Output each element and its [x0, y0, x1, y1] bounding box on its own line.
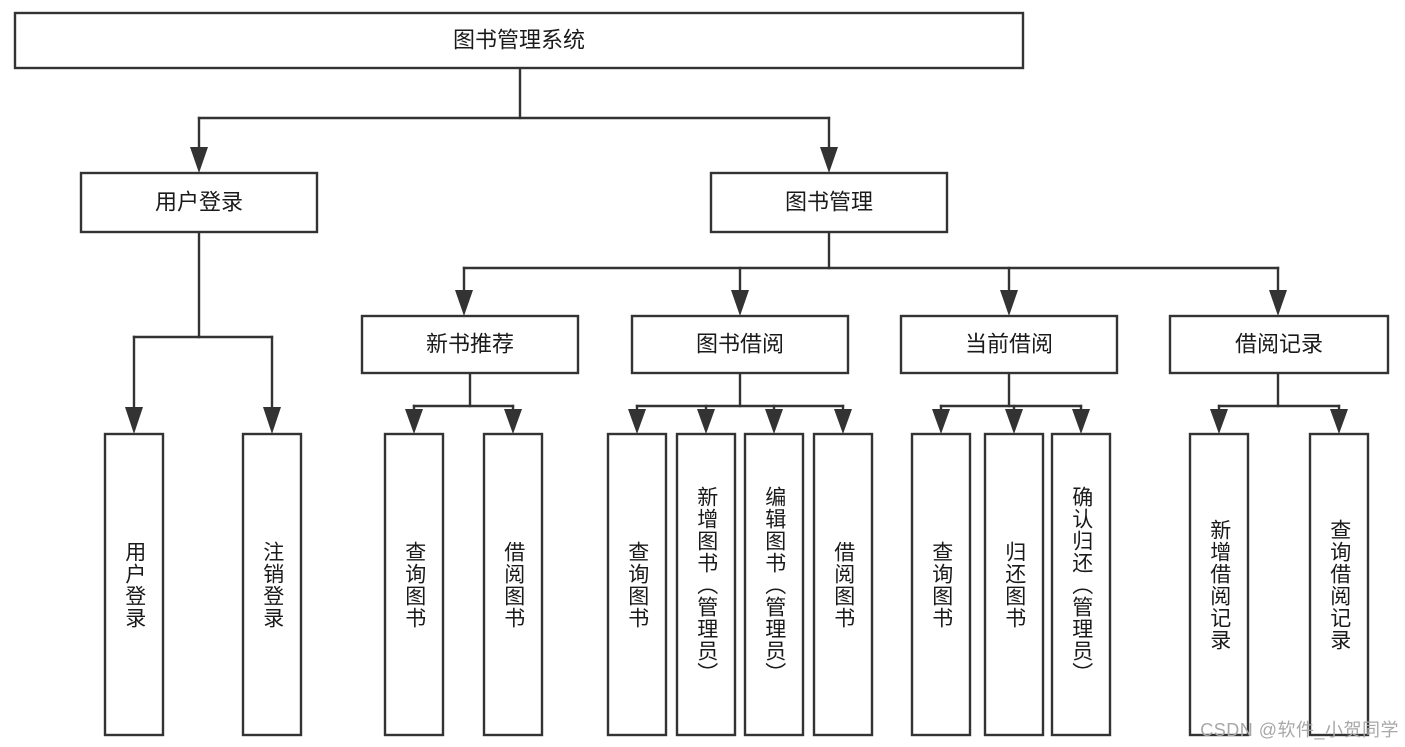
- node-leaf-add-record[interactable]: [1188, 432, 1250, 737]
- arrow-head-leaf-query-book-2: [628, 409, 646, 434]
- node-book-manage[interactable]: 图书管理: [709, 171, 949, 234]
- node-box-book-borrow[interactable]: [630, 314, 850, 375]
- node-label-book-manage: 图书管理: [785, 189, 873, 214]
- arrow-head-leaf-confirm-return: [1072, 409, 1090, 434]
- node-label-new-book-rec: 新书推荐: [426, 331, 514, 356]
- arrow-head-leaf-query-book-3: [932, 409, 950, 434]
- arrow-head-leaf-add-record: [1210, 409, 1228, 434]
- arrow-head-borrow-record: [1269, 290, 1287, 316]
- connector-group-new-book-rec-children: [405, 371, 522, 434]
- node-label-borrow-record: 借阅记录: [1235, 331, 1323, 356]
- node-box-current-borrow[interactable]: [899, 314, 1119, 375]
- node-user-login[interactable]: 用户登录: [79, 171, 319, 234]
- node-leaf-user-login[interactable]: [103, 432, 165, 737]
- node-box-borrow-record[interactable]: [1168, 314, 1390, 375]
- arrow-head-current-borrow: [1000, 290, 1018, 316]
- node-box-leaf-return-book[interactable]: [983, 432, 1045, 737]
- arrow-head-leaf-query-book-1: [405, 409, 423, 434]
- connector-group-current-borrow-children: [932, 371, 1090, 434]
- node-leaf-borrow-book-2[interactable]: [812, 432, 874, 737]
- connector-group-book-borrow-children: [628, 371, 852, 434]
- connector-group-root-to-level1: [190, 66, 838, 173]
- node-leaf-query-book-3[interactable]: [910, 432, 972, 737]
- node-box-root[interactable]: [13, 11, 1025, 70]
- node-box-leaf-add-book[interactable]: [675, 432, 737, 737]
- node-box-user-login[interactable]: [79, 171, 319, 234]
- node-box-leaf-logout[interactable]: [241, 432, 303, 737]
- node-label-book-borrow: 图书借阅: [696, 331, 784, 356]
- node-label-root: 图书管理系统: [453, 27, 585, 52]
- node-book-borrow[interactable]: 图书借阅: [630, 314, 850, 375]
- node-box-leaf-borrow-book-1[interactable]: [482, 432, 544, 737]
- connector-group-borrow-record-children: [1210, 371, 1348, 434]
- node-box-leaf-query-book-1[interactable]: [383, 432, 445, 737]
- node-box-leaf-query-record[interactable]: [1308, 432, 1370, 737]
- arrow-head-leaf-borrow-book-1: [504, 409, 522, 434]
- arrow-head-leaf-query-record: [1330, 409, 1348, 434]
- node-leaf-confirm-return[interactable]: [1050, 432, 1112, 737]
- watermark-text: CSDN @软件_小贺同学: [1200, 720, 1399, 740]
- node-leaf-add-book[interactable]: [675, 432, 737, 737]
- node-group-level2: 新书推荐 图书借阅 当前借阅 借阅记录: [360, 314, 1390, 375]
- node-group-level1: 用户登录 图书管理: [79, 171, 949, 234]
- node-leaf-query-book-2[interactable]: [606, 432, 668, 737]
- node-leaf-return-book[interactable]: [983, 432, 1045, 737]
- arrow-head-leaf-user-login: [125, 407, 143, 434]
- node-group-root: 图书管理系统: [13, 11, 1025, 70]
- node-label-current-borrow: 当前借阅: [965, 331, 1053, 356]
- node-box-leaf-add-record[interactable]: [1188, 432, 1250, 737]
- node-box-leaf-edit-book[interactable]: [743, 432, 805, 737]
- arrow-head-leaf-edit-book: [765, 409, 783, 434]
- arrow-head-book-manage: [820, 147, 838, 173]
- arrow-head-book-borrow: [731, 290, 749, 316]
- node-box-new-book-rec[interactable]: [360, 314, 580, 375]
- node-box-leaf-query-book-3[interactable]: [910, 432, 972, 737]
- node-borrow-record[interactable]: 借阅记录: [1168, 314, 1390, 375]
- node-leaf-edit-book[interactable]: [743, 432, 805, 737]
- arrow-head-user-login: [190, 147, 208, 173]
- arrow-head-leaf-logout: [263, 407, 281, 434]
- connector-group-book-manage-children: [455, 230, 1287, 316]
- node-current-borrow[interactable]: 当前借阅: [899, 314, 1119, 375]
- node-leaf-logout[interactable]: [241, 432, 303, 737]
- connector-group-user-login-children: [125, 230, 281, 434]
- node-box-leaf-confirm-return[interactable]: [1050, 432, 1112, 737]
- arrow-head-leaf-borrow-book-2: [834, 409, 852, 434]
- node-leaf-borrow-book-1[interactable]: [482, 432, 544, 737]
- node-group-leaves: [103, 432, 1370, 737]
- node-root[interactable]: 图书管理系统: [13, 11, 1025, 70]
- node-box-book-manage[interactable]: [709, 171, 949, 234]
- node-leaf-query-book-1[interactable]: [383, 432, 445, 737]
- arrow-head-leaf-add-book: [697, 409, 715, 434]
- arrow-head-new-book-rec: [455, 290, 473, 316]
- node-label-user-login: 用户登录: [155, 189, 243, 214]
- arrow-head-leaf-return-book: [1005, 409, 1023, 434]
- node-box-leaf-borrow-book-2[interactable]: [812, 432, 874, 737]
- node-leaf-query-record[interactable]: [1308, 432, 1370, 737]
- node-new-book-rec[interactable]: 新书推荐: [360, 314, 580, 375]
- node-box-leaf-user-login[interactable]: [103, 432, 165, 737]
- node-box-leaf-query-book-2[interactable]: [606, 432, 668, 737]
